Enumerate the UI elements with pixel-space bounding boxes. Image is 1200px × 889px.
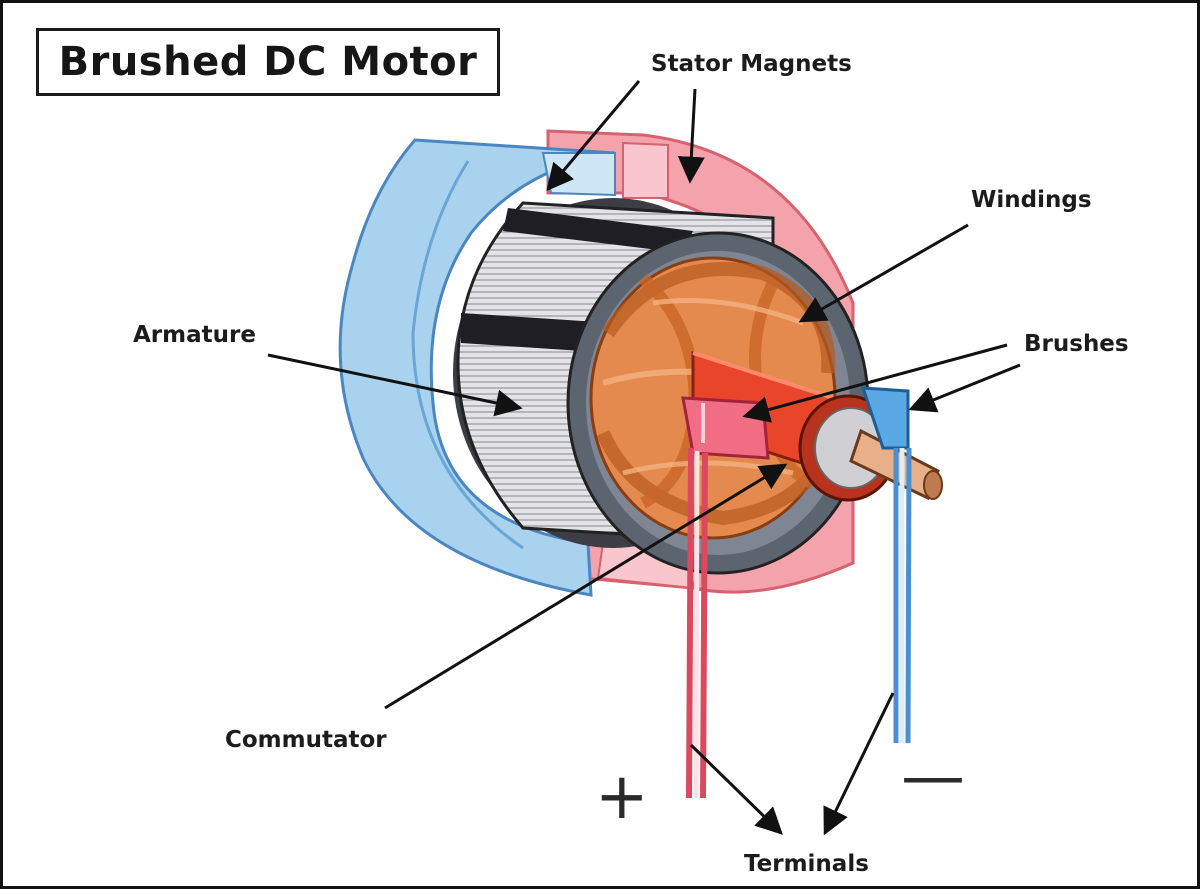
label-windings: Windings (971, 187, 1092, 213)
terminal-lead-negative (893, 447, 912, 744)
arrow-terminal-negative (823, 692, 895, 836)
arrow-commutator (384, 463, 788, 710)
label-brushes: Brushes (1024, 331, 1129, 357)
arrow-stator-red (677, 88, 705, 184)
arrow-stator-blue (546, 80, 641, 192)
title-box: Brushed DC Motor (36, 28, 500, 96)
annotation-arrows (267, 80, 1021, 836)
arrow-terminal-positive (689, 743, 783, 835)
label-armature: Armature (133, 322, 256, 348)
label-commutator: Commutator (225, 727, 387, 753)
label-terminals: Terminals (744, 851, 869, 877)
positive-sign: + (595, 760, 649, 834)
arrow-brushes-negative (908, 363, 1021, 413)
motor-illustration (267, 80, 1021, 836)
negative-sign: — (901, 740, 965, 814)
label-stator-magnets: Stator Magnets (651, 51, 852, 77)
arrow-windings (798, 223, 969, 323)
arrow-brushes-positive (742, 343, 1008, 423)
brush-positive (681, 396, 770, 460)
arrow-armature (267, 353, 523, 417)
terminal-lead-positive (686, 447, 708, 799)
diagram-title: Brushed DC Motor (58, 39, 478, 85)
